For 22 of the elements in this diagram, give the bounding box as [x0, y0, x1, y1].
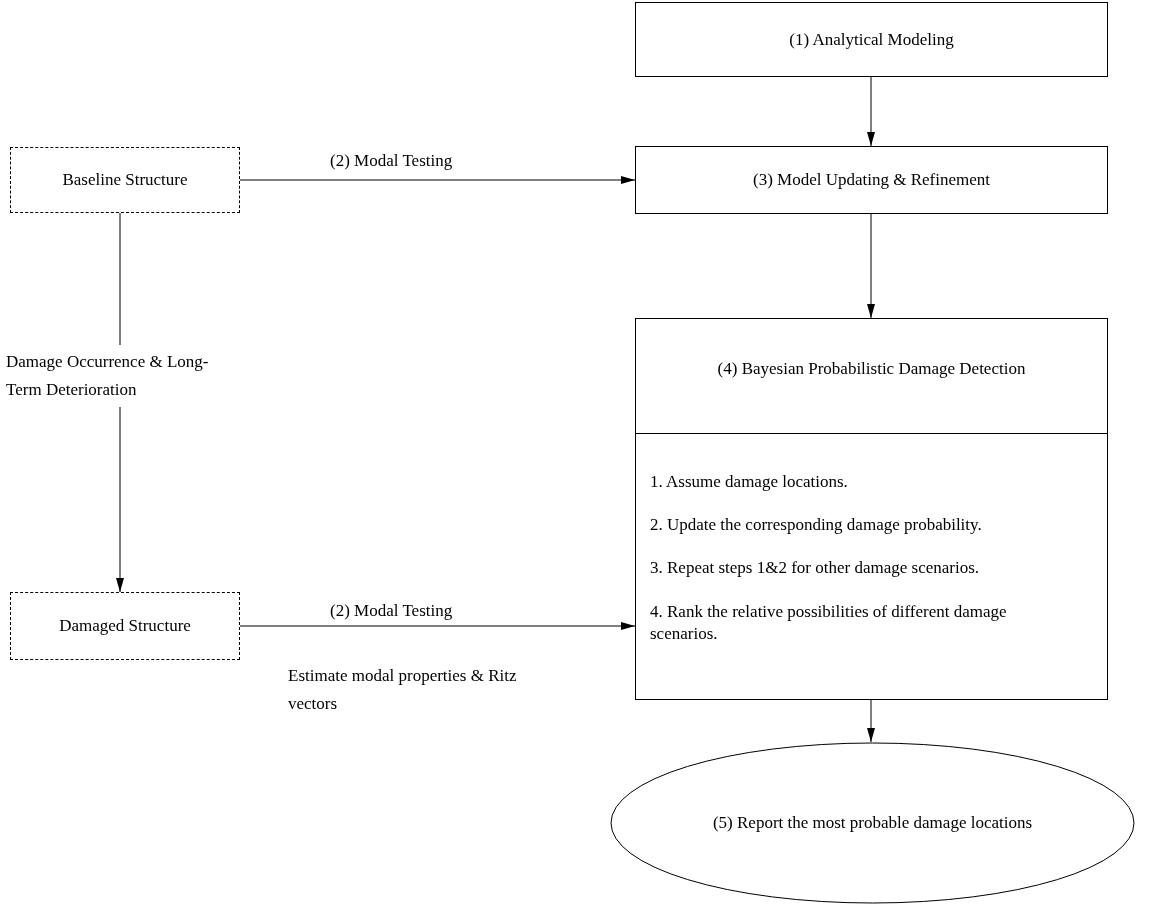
- step-text: 1. Assume damage locations.: [650, 471, 849, 493]
- structure-box: [10, 147, 240, 213]
- note-text: Estimate modal properties & Ritz vectors: [288, 665, 518, 715]
- node-text: (3) Model Updating & Refinement: [752, 170, 991, 190]
- result-ellipse: [610, 742, 1135, 904]
- node-text: (1) Analytical Modeling: [788, 29, 955, 50]
- process-box: [635, 146, 1108, 214]
- arrow: [867, 213, 875, 319]
- step-text: 4. Rank the relative possibilities of different damage scenarios.: [650, 601, 1008, 645]
- arrow: [239, 622, 636, 630]
- box-heading: (4) Bayesian Probabilistic Damage Detection: [716, 359, 1027, 379]
- node-text: Baseline Structure: [61, 170, 189, 190]
- step-text: 3. Repeat steps 1&2 for other damage scenarios.: [650, 557, 981, 579]
- node-text: (5) Report the most probable damage locations: [711, 813, 1034, 833]
- node-text: Damaged Structure: [58, 616, 192, 636]
- arrow: [867, 699, 875, 743]
- structure-box: [10, 592, 240, 660]
- process-box: [635, 2, 1108, 77]
- arrow: [239, 176, 636, 184]
- step-text: 2. Update the corresponding damage probability.: [650, 514, 983, 536]
- arrow: [867, 76, 875, 147]
- process-box: [635, 318, 1108, 700]
